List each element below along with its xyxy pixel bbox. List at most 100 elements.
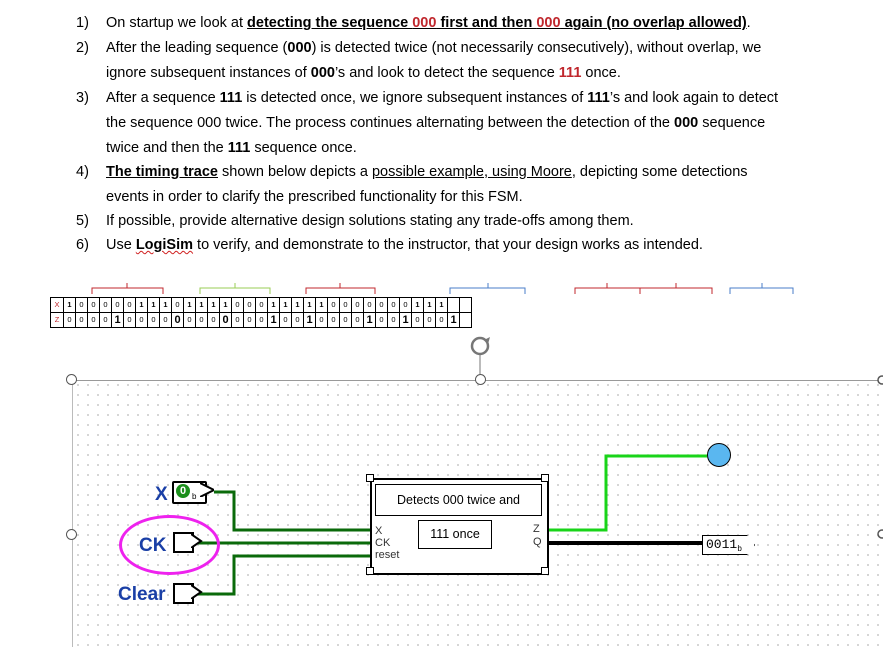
sequence-111: 111 xyxy=(558,65,582,81)
trace-x-cell: 0 xyxy=(339,297,352,313)
trace-z-cell: 0 xyxy=(63,312,76,328)
trace-z-cell: 0 xyxy=(411,312,424,328)
trace-x-cell: 0 xyxy=(111,297,124,313)
trace-z-cell: 0 xyxy=(387,312,400,328)
port-x: X xyxy=(375,525,383,537)
trace-x-cell: 0 xyxy=(255,297,268,313)
brace-000-second xyxy=(305,283,376,294)
trace-x-cell: 1 xyxy=(303,297,316,313)
input-x-label: X xyxy=(155,484,168,505)
trace-x-cell: 0 xyxy=(351,297,364,313)
item-text: After the leading sequence ( xyxy=(106,40,288,56)
fsm-title: Detects 000 twice and xyxy=(375,484,542,516)
trace-z-cell: 1 xyxy=(267,312,280,328)
input-x-value[interactable]: 0 xyxy=(176,484,190,498)
item-text: ignore subsequent instances of xyxy=(106,65,311,81)
item-line: After the leading sequence (000) is dete… xyxy=(106,40,761,56)
trace-label-z: Z xyxy=(50,312,64,328)
sequence-000: 000 xyxy=(412,15,437,31)
input-clear-label: Clear xyxy=(118,584,166,605)
logisim-word: LogiSim xyxy=(135,237,194,253)
trace-z-cell: 0 xyxy=(279,312,292,328)
item-line: the sequence 000 twice. The process cont… xyxy=(106,115,765,131)
sequence-000: 000 xyxy=(287,40,312,56)
item-number: 6) xyxy=(76,237,89,253)
trace-z-cell: 1 xyxy=(111,312,124,328)
emphasis-part: again (no overlap allowed) xyxy=(560,15,747,31)
emphasis-part: detecting the sequence xyxy=(247,15,413,31)
trace-x-cell: 1 xyxy=(279,297,292,313)
item-text: ’s and look again to detect xyxy=(609,90,779,106)
trace-z-cell: 0 xyxy=(195,312,208,328)
probe-value: 0011 xyxy=(706,537,738,552)
trace-z-cell: 0 xyxy=(375,312,388,328)
output-probe[interactable]: 0011b xyxy=(702,535,756,555)
item-text: sequence xyxy=(698,115,766,131)
trace-z-cell: 0 xyxy=(87,312,100,328)
trace-z-cell: 1 xyxy=(363,312,376,328)
rotate-icon[interactable] xyxy=(470,336,490,374)
input-x-value-text: 0 xyxy=(179,485,187,497)
trace-z-cell: 0 xyxy=(159,312,172,328)
resize-handle[interactable] xyxy=(66,374,77,385)
brace-000-third xyxy=(574,283,641,294)
item-line: ignore subsequent instances of 000’s and… xyxy=(106,65,621,81)
item-text: Use xyxy=(106,237,136,253)
trace-z-cell: 0 xyxy=(291,312,304,328)
item-text: shown below depicts a xyxy=(218,164,372,180)
item-line: On startup we look at detecting the sequ… xyxy=(106,15,751,31)
trace-z-cell: 0 xyxy=(435,312,448,328)
trace-x-cell: 1 xyxy=(147,297,160,313)
input-ck-label: CK xyxy=(139,535,167,556)
item-number: 4) xyxy=(76,164,89,180)
trace-z-cell: 0 xyxy=(207,312,220,328)
item-text: twice and then the xyxy=(106,140,228,156)
sequence-111: 111 xyxy=(587,90,610,106)
trace-z-cell: 0 xyxy=(351,312,364,328)
trace-z-cell: 0 xyxy=(147,312,160,328)
block-handle[interactable] xyxy=(366,567,374,575)
output-led[interactable] xyxy=(707,443,731,467)
trace-x-cell: 0 xyxy=(327,297,340,313)
probe-value-sub: b xyxy=(737,545,743,554)
item-line: Use LogiSim to verify, and demonstrate t… xyxy=(106,237,703,253)
fsm-subtitle: 111 once xyxy=(418,520,492,549)
sequence-000: 000 xyxy=(674,115,699,131)
trace-z-cell: 0 xyxy=(183,312,196,328)
port-reset: reset xyxy=(375,549,400,561)
trace-x-cell: 0 xyxy=(231,297,244,313)
trace-z-cell xyxy=(459,312,472,328)
item-line: events in order to clarify the prescribe… xyxy=(106,189,523,205)
sequence-000: 000 xyxy=(536,15,561,31)
item-text: ’s and look to detect the sequence xyxy=(334,65,559,81)
trace-z-cell: 1 xyxy=(447,312,460,328)
brace-000-ignored xyxy=(199,283,271,294)
trace-x-cell: 1 xyxy=(267,297,280,313)
trace-x-cell: 1 xyxy=(435,297,448,313)
trace-x-cell: 1 xyxy=(219,297,232,313)
item-text: . xyxy=(746,15,751,31)
trace-x-cell: 0 xyxy=(171,297,184,313)
trace-z-cell: 0 xyxy=(327,312,340,328)
brace-111-second xyxy=(729,283,794,294)
block-handle[interactable] xyxy=(366,474,374,482)
item-text: ) is detected twice (not necessarily con… xyxy=(311,40,762,56)
block-handle[interactable] xyxy=(541,474,549,482)
block-handle[interactable] xyxy=(541,567,549,575)
resize-handle[interactable] xyxy=(475,374,486,385)
item-text: is detected once, we ignore subsequent i… xyxy=(242,90,588,106)
pin-arrow-icon xyxy=(200,483,214,497)
pin-arrow-icon xyxy=(191,534,203,548)
item-text: The timing trace xyxy=(106,164,218,180)
item-text: possible example, using Moore xyxy=(371,164,572,180)
port-z: Z xyxy=(533,523,540,535)
trace-z-cell: 0 xyxy=(99,312,112,328)
item-number: 3) xyxy=(76,90,89,106)
resize-handle[interactable] xyxy=(66,529,77,540)
trace-x-cell: 1 xyxy=(423,297,436,313)
trace-x-cell: 0 xyxy=(363,297,376,313)
trace-x-cell: 1 xyxy=(411,297,424,313)
item-line: After a sequence 111 is detected once, w… xyxy=(106,90,778,106)
